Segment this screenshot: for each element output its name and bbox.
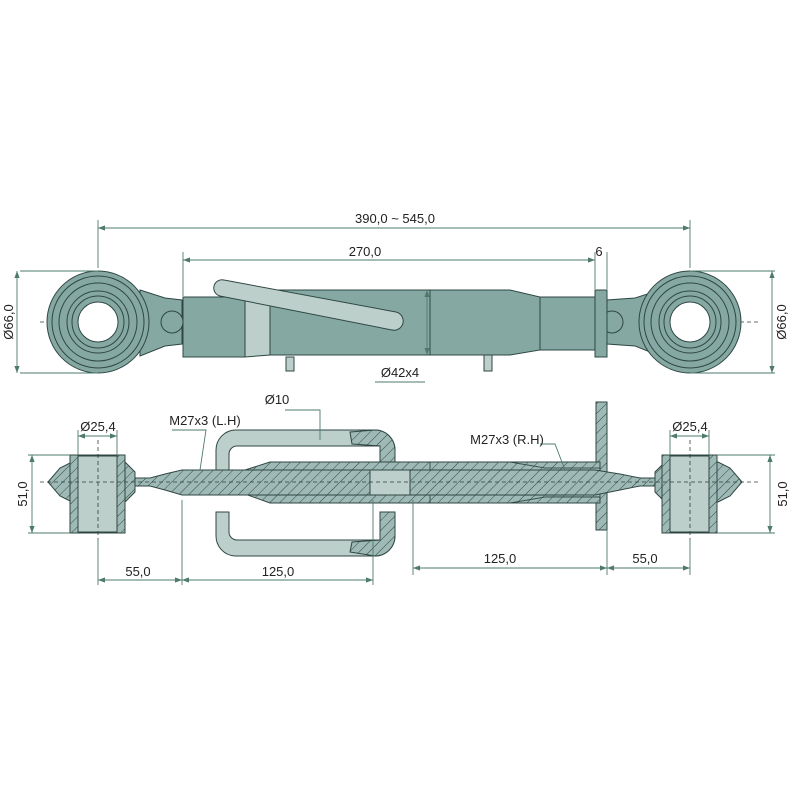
threaded-rod-left — [124, 469, 371, 496]
dim-offset-right: 55,0 — [632, 551, 657, 566]
dim-flange: 6 — [595, 244, 602, 259]
grease-nipple-left — [285, 356, 295, 372]
dim-eye-left: Ø66,0 — [1, 304, 16, 339]
dim-thread-length-right: 125,0 — [484, 551, 517, 566]
threaded-rod-right — [409, 469, 666, 496]
right-eye — [600, 270, 742, 374]
dim-bore-left: Ø25,4 — [80, 419, 115, 434]
left-eye — [46, 270, 184, 374]
flange — [594, 289, 608, 358]
dim-ball-width-right: 51,0 — [775, 481, 790, 506]
label-handle-diameter: Ø10 — [265, 392, 290, 407]
grease-nipple-right — [483, 354, 493, 372]
label-thread-left: M27x3 (L.H) — [169, 413, 241, 428]
dim-offset-left: 55,0 — [125, 564, 150, 579]
dim-ball-width-left: 51,0 — [15, 481, 30, 506]
label-thread-right: M27x3 (R.H) — [470, 432, 544, 447]
dim-thread-length-left: 125,0 — [262, 564, 295, 579]
ball-joint-left — [47, 454, 136, 534]
lever-handle[interactable] — [213, 279, 404, 331]
dim-tube-length: 270,0 — [349, 244, 382, 259]
top-view: 390,0 ~ 545,0 270,0 6 Ø66,0 Ø66,0 Ø42x4 — [1, 211, 789, 383]
dim-eye-right: Ø66,0 — [774, 304, 789, 339]
ball-joint-right — [654, 454, 743, 534]
dim-bore-right: Ø25,4 — [672, 419, 707, 434]
dim-tube-diameter: Ø42x4 — [381, 365, 419, 380]
section-view: Ø25,4 Ø25,4 51,0 51,0 55,0 125,0 125,0 5… — [15, 392, 790, 585]
tube — [182, 289, 608, 372]
dim-overall-length: 390,0 ~ 545,0 — [355, 211, 435, 226]
